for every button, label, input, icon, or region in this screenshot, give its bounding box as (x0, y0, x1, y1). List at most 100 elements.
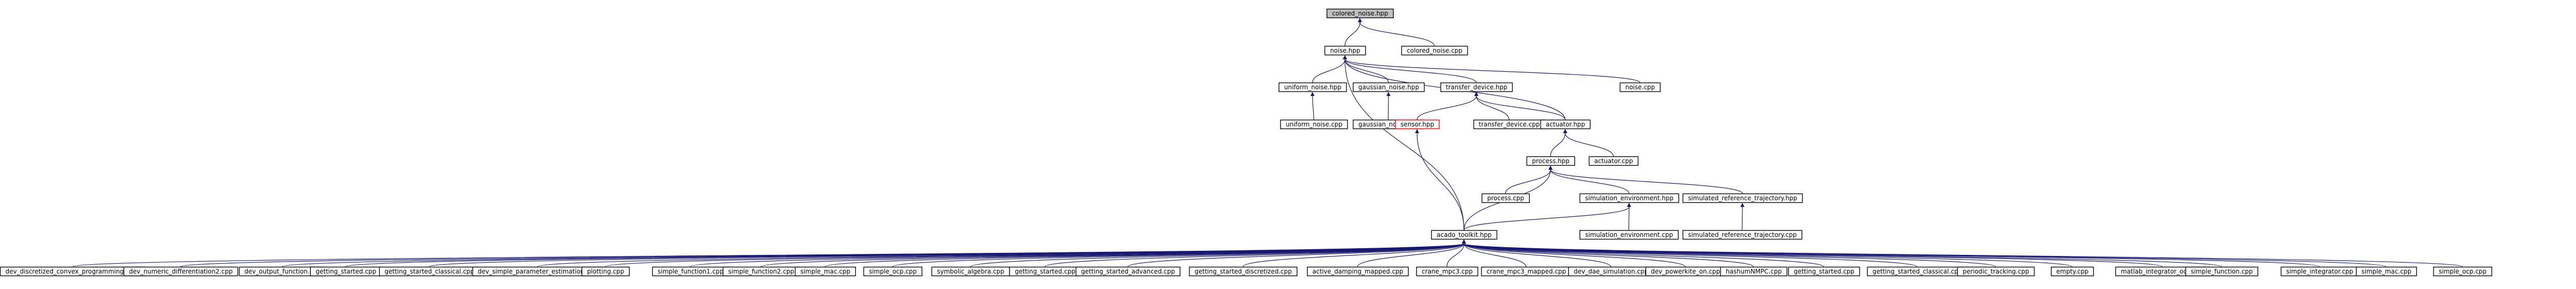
include-edge (1446, 243, 1465, 267)
file-node[interactable]: simple_function.cpp (2185, 266, 2259, 277)
file-node-label: symbolic_algebra.cpp (937, 268, 1005, 275)
file-node[interactable]: dev_dae_simulation.cpp (1568, 266, 1654, 277)
file-node[interactable]: simple_mac.cpp (794, 266, 856, 277)
include-edge (1476, 95, 1566, 120)
arrowhead (1548, 166, 1553, 170)
file-node-box (1416, 266, 1479, 277)
file-node[interactable]: crane_mpc3_mapped.cpp (1481, 266, 1572, 277)
include-edge (1127, 243, 1465, 267)
include-edge (1550, 169, 1630, 194)
file-node[interactable]: acado_toolkit.hpp (1431, 230, 1498, 240)
file-node-label: getting_started_advanced.cpp (1081, 268, 1175, 275)
arrowhead (1474, 92, 1479, 96)
include-edge (180, 243, 1465, 267)
include-edge (1550, 133, 1566, 157)
file-node-box (1440, 82, 1513, 92)
file-node[interactable]: simple_function2.cpp (722, 266, 800, 277)
file-node[interactable]: plotting.cpp (581, 266, 630, 277)
file-node-label: crane_mpc3.cpp (1421, 268, 1472, 275)
file-node[interactable]: simulation_environment.hpp (1579, 193, 1680, 203)
arrowhead (1740, 203, 1744, 207)
file-node-label: empty.cpp (2056, 268, 2088, 275)
include-edge (1359, 22, 1435, 46)
file-node[interactable]: simulated_reference_trajectory.cpp (1682, 230, 1803, 240)
file-node-label: getting_started.cpp (316, 268, 377, 275)
file-node[interactable]: getting_started_advanced.cpp (1075, 266, 1181, 277)
include-edge (1416, 133, 1465, 231)
include-edge (1044, 243, 1465, 267)
include-edge (1344, 59, 1477, 83)
file-node[interactable]: simple_integrator.cpp (2280, 266, 2359, 277)
file-node-box (1307, 266, 1409, 277)
file-node[interactable]: getting_started.cpp (1788, 266, 1860, 277)
include-edge (1344, 59, 1640, 83)
file-node[interactable]: getting_started.cpp (310, 266, 382, 277)
edges-layer (72, 18, 2463, 267)
include-edge (1463, 243, 1612, 267)
file-node[interactable]: sensor.hpp (1395, 119, 1440, 130)
file-node[interactable]: simple_ocp.cpp (863, 266, 923, 277)
file-node[interactable]: process.cpp (1481, 193, 1530, 203)
file-node-label: actuator.cpp (1594, 157, 1633, 165)
file-node-label: process.hpp (1532, 157, 1570, 165)
file-node[interactable]: noise.cpp (1619, 82, 1661, 92)
file-node-label: simulated_reference_trajectory.hpp (1688, 195, 1798, 202)
file-node[interactable]: crane_mpc3.cpp (1416, 266, 1479, 277)
file-node[interactable]: simple_ocp.cpp (2433, 266, 2493, 277)
file-node[interactable]: transfer_device.hpp (1440, 82, 1513, 92)
file-node-box (2355, 266, 2417, 277)
file-node-box (1326, 8, 1394, 19)
file-node[interactable]: process.hpp (1526, 156, 1575, 166)
arrowhead (1310, 92, 1315, 96)
file-node-box (1579, 230, 1679, 240)
file-node[interactable]: noise.hpp (1324, 45, 1366, 56)
file-node-label: dev_discretized_convex_programming2.cpp (6, 268, 141, 275)
file-node[interactable]: actuator.hpp (1540, 119, 1591, 130)
file-node[interactable]: active_damping_mapped.cpp (1307, 266, 1409, 277)
include-edge (1463, 206, 1630, 231)
file-node[interactable]: simple_mac.cpp (2355, 266, 2417, 277)
file-node-label: process.cpp (1487, 195, 1524, 202)
file-node[interactable]: gaussian_noise.hpp (1352, 82, 1425, 92)
file-node[interactable]: empty.cpp (2050, 266, 2094, 277)
file-node[interactable]: transfer_device.cpp (1473, 119, 1546, 130)
file-node[interactable]: simulated_reference_trajectory.hpp (1682, 193, 1803, 203)
file-node[interactable]: dev_simple_parameter_estimation.cpp (472, 266, 603, 277)
file-node[interactable]: getting_started_discretized.cpp (1189, 266, 1298, 277)
include-edge (1463, 243, 2463, 267)
file-node-label: simulation_environment.cpp (1585, 231, 1673, 238)
file-node[interactable]: simulation_environment.cpp (1579, 230, 1679, 240)
file-node[interactable]: uniform_noise.hpp (1278, 82, 1347, 92)
file-node-box (2433, 266, 2493, 277)
file-node-label: simple_integrator.cpp (2286, 268, 2353, 275)
file-node[interactable]: colored_noise.cpp (1401, 45, 1468, 56)
file-node-box (1682, 230, 1803, 240)
file-node[interactable]: getting_started_classical.cpp (379, 266, 480, 277)
file-node-label: crane_mpc3_mapped.cpp (1486, 268, 1566, 275)
file-node-box (1720, 266, 1788, 277)
file-node-label: simple_function2.cpp (728, 268, 794, 275)
file-node[interactable]: getting_started.cpp (1009, 266, 1081, 277)
file-node[interactable]: getting_started_classical.cpp (1867, 266, 1968, 277)
arrowhead (1415, 129, 1419, 133)
file-node[interactable]: uniform_noise.cpp (1280, 119, 1348, 130)
file-node[interactable]: colored_noise.hpp (1326, 8, 1394, 19)
file-node-label: uniform_noise.cpp (1285, 121, 1342, 128)
file-node-label: noise.cpp (1625, 84, 1655, 91)
file-node-box (2185, 266, 2259, 277)
include-edge (1463, 243, 1754, 267)
file-node[interactable]: dev_powerkite_on.cpp (1645, 266, 1726, 277)
file-node[interactable]: dev_discretized_convex_programming2.cpp (0, 266, 147, 277)
include-edge (970, 243, 1465, 267)
file-node-label: acado_toolkit.hpp (1437, 231, 1492, 238)
file-node-box (1481, 193, 1530, 203)
file-node-label: hashumNMPC.cpp (1726, 268, 1782, 275)
file-node-box (1588, 156, 1639, 166)
include-edge (1416, 95, 1477, 120)
file-node[interactable]: dev_numeric_differentiation2.cpp (123, 266, 239, 277)
file-node[interactable]: periodic_tracking.cpp (1957, 266, 2035, 277)
file-node[interactable]: symbolic_algebra.cpp (931, 266, 1010, 277)
file-node[interactable]: actuator.cpp (1588, 156, 1639, 166)
file-node[interactable]: simple_function1.cpp (652, 266, 730, 277)
file-node[interactable]: hashumNMPC.cpp (1720, 266, 1788, 277)
